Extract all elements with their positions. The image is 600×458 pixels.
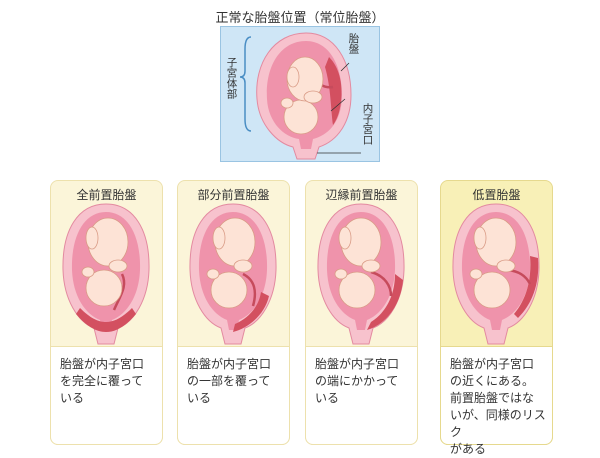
partial-previa-illustration xyxy=(189,203,277,345)
fetus xyxy=(206,217,256,309)
marginal-previa-illustration xyxy=(317,203,405,345)
card-total-previa: 全前置胎盤 胎盤が内子宮口 を完全に覆って いる xyxy=(50,180,163,445)
card-description: 胎盤が内子宮口 の端にかかって いる xyxy=(315,357,400,405)
normal-position-panel: 子宮体部 胎盤 内子宮口 xyxy=(220,26,380,162)
card-description: 胎盤が内子宮口 の一部を覆って いる xyxy=(187,357,272,405)
card-description: 胎盤が内子宮口 の近くにある。 前置胎盤ではな いが、同様のリスク がある xyxy=(450,357,546,456)
card-heading: 部分前置胎盤 xyxy=(197,188,270,202)
card-low-lying-placenta: 低置胎盤 胎盤が内子宮口 の近くにある。 前置胎盤ではな いが、同様のリスク が… xyxy=(440,180,553,456)
card-partial-previa: 部分前置胎盤 胎盤が内子宮口 の一部を覆って いる xyxy=(177,180,290,445)
internal-os-label: 内子宮口 xyxy=(361,103,374,145)
placenta xyxy=(367,274,403,330)
umbilical-cord xyxy=(370,270,393,297)
umbilical-cord xyxy=(242,272,257,307)
uterus-body-label: 子宮体部 xyxy=(225,57,238,99)
total-previa-illustration xyxy=(62,203,150,345)
placenta xyxy=(514,256,539,318)
page-title: 正常な胎盤位置（常位胎盤） xyxy=(215,11,385,26)
card-description-box: 胎盤が内子宮口 の近くにある。 前置胎盤ではな いが、同様のリスク がある xyxy=(440,346,553,456)
normal-uterus-illustration xyxy=(239,32,361,160)
placenta xyxy=(233,292,269,332)
fetus xyxy=(469,217,517,309)
fetus xyxy=(280,56,324,135)
card-description-box: 胎盤が内子宮口 の端にかかって いる xyxy=(305,346,418,445)
card-heading: 全前置胎盤 xyxy=(76,188,137,202)
placenta xyxy=(76,308,136,332)
card-marginal-previa: 辺縁前置胎盤 胎盤が内子宮口 の端にかかって いる xyxy=(305,180,418,445)
placenta-label: 胎盤 xyxy=(347,33,360,54)
card-description-box: 胎盤が内子宮口 の一部を覆って いる xyxy=(177,346,290,445)
uterus-body-brace xyxy=(239,36,252,132)
card-description: 胎盤が内子宮口 を完全に覆って いる xyxy=(60,357,145,405)
umbilical-cord xyxy=(112,273,126,311)
card-heading: 辺縁前置胎盤 xyxy=(325,188,398,202)
placenta xyxy=(325,57,342,125)
fetus xyxy=(81,217,129,307)
fetus xyxy=(334,217,382,309)
card-description-box: 胎盤が内子宮口 を完全に覆って いる xyxy=(50,346,163,445)
low-lying-placenta-illustration xyxy=(452,203,540,345)
card-heading: 低置胎盤 xyxy=(472,188,521,202)
